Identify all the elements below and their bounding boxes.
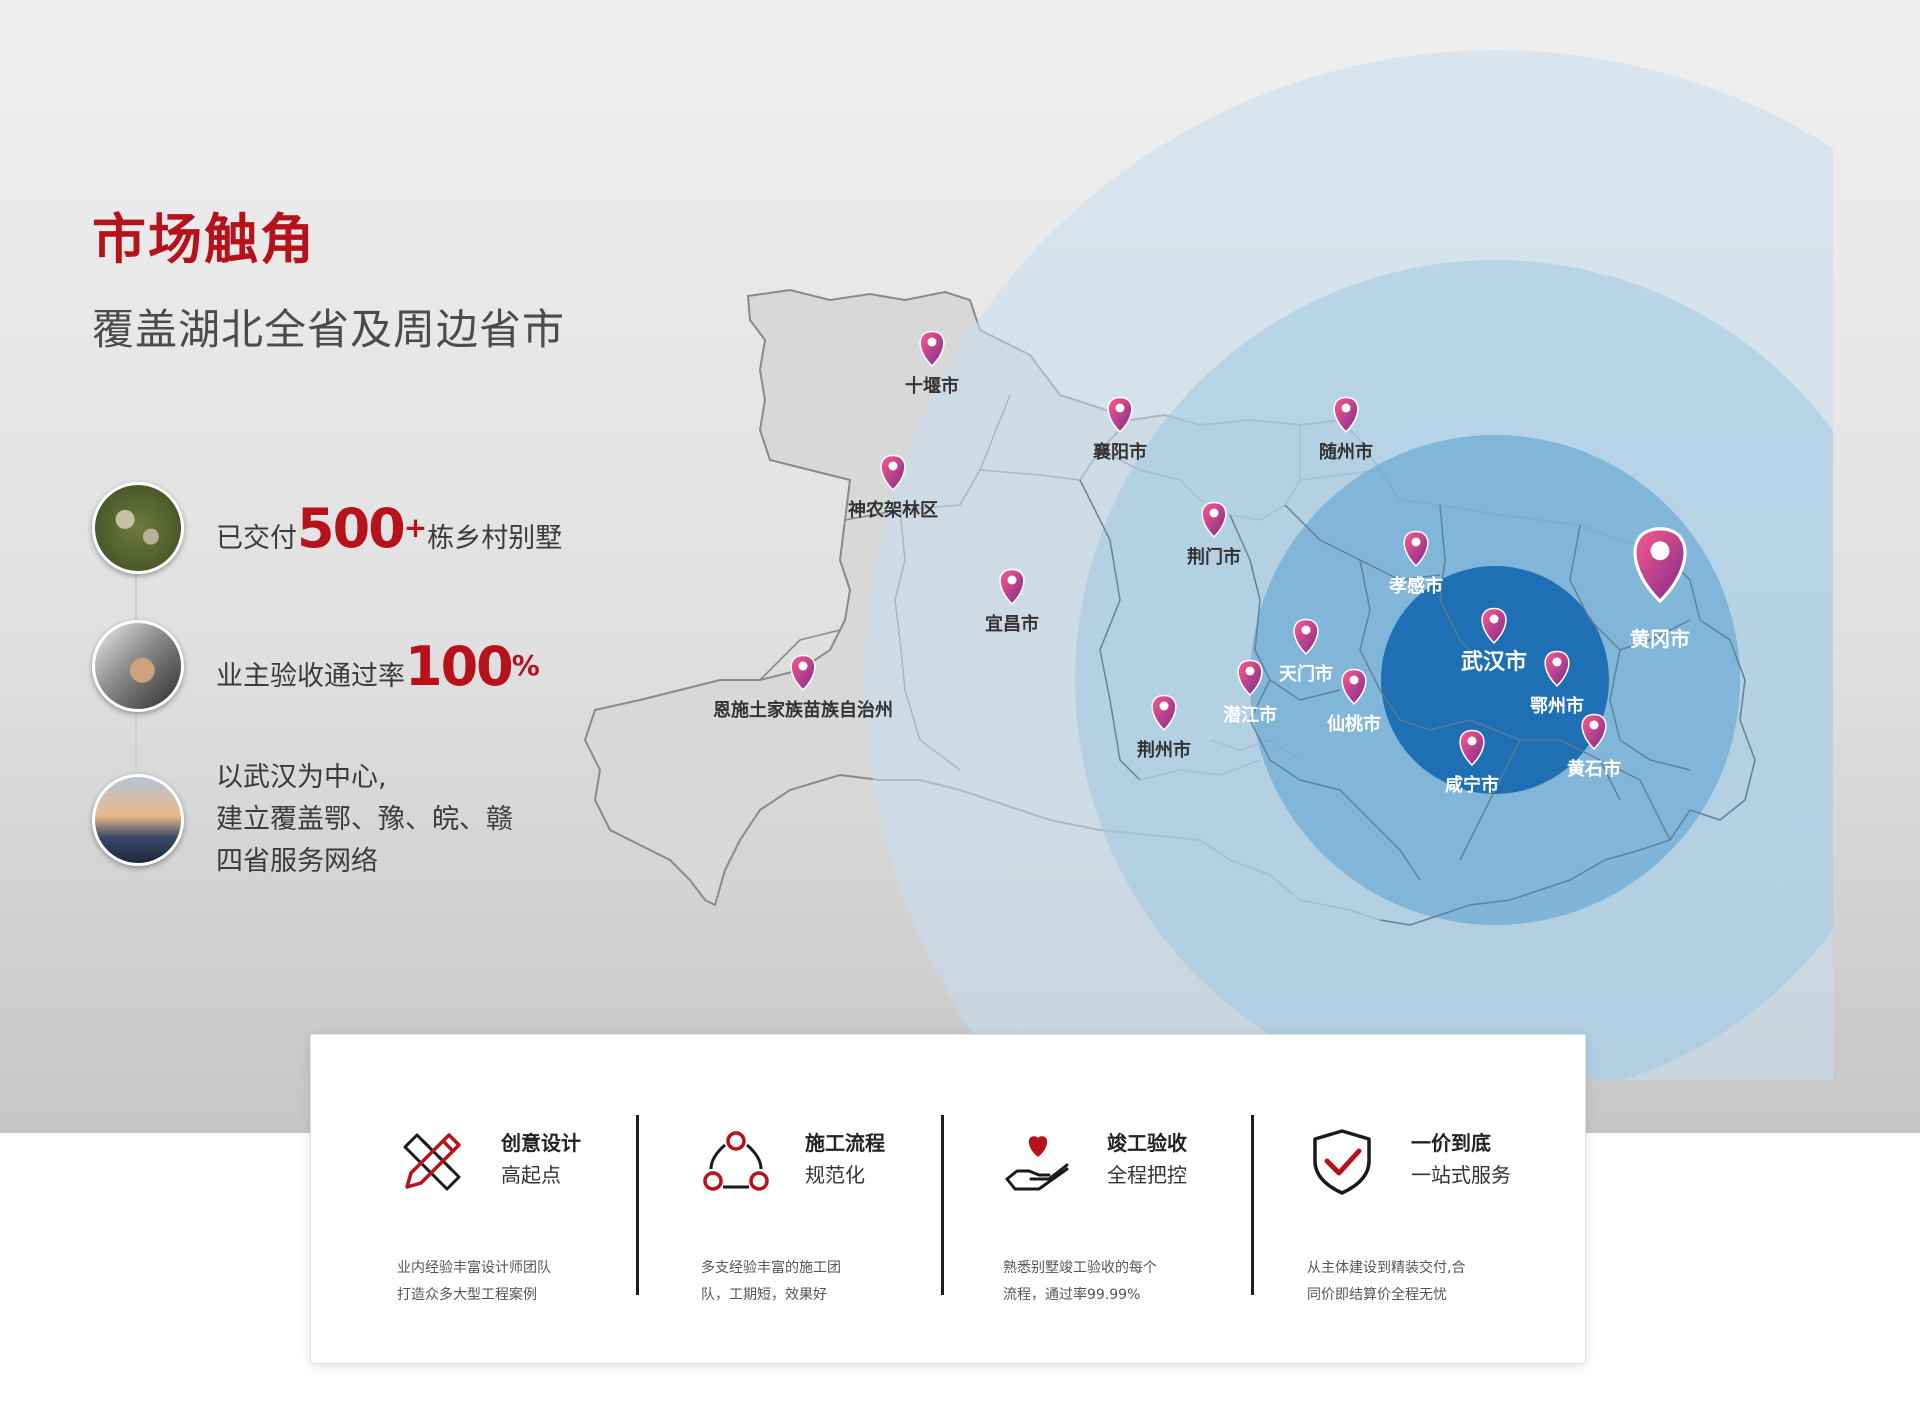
map-pin-icon	[790, 654, 816, 692]
map-pin-icon	[1581, 713, 1607, 751]
city-label: 宜昌市	[985, 613, 1039, 635]
city-pin-shiyan: 十堰市	[905, 330, 959, 397]
city-pin-suizhou: 随州市	[1319, 396, 1373, 463]
city-label: 黄冈市	[1630, 627, 1690, 651]
feature-sup: +	[403, 510, 428, 544]
city-label: 神农架林区	[848, 499, 938, 521]
map-pin-icon	[1481, 607, 1507, 645]
service-title: 创意设计	[501, 1131, 581, 1155]
map-pin-icon	[1293, 618, 1319, 656]
service-divider	[1251, 1115, 1254, 1295]
city-label: 鄂州市	[1530, 695, 1584, 717]
hero-section: 十堰市襄阳市 随州市神农架林区荆门市孝感市宜昌市黄冈市武汉市天门市恩施土家族苗族自…	[0, 0, 1920, 1133]
ruler-pencil-icon	[403, 1133, 461, 1191]
city-label: 潜江市	[1223, 704, 1277, 726]
feature-prefix: 已交付	[216, 522, 297, 554]
feature-line: 以武汉为中心,	[216, 762, 387, 793]
page-subtitle: 覆盖湖北全省及周边省市	[92, 305, 566, 354]
feature-delivered: 已交付500+栋乡村别墅	[92, 482, 562, 574]
feature-line: 四省服务网络	[216, 846, 378, 877]
service-divider	[636, 1115, 639, 1295]
feature-number: 100	[405, 634, 514, 698]
hand-heart-icon	[1005, 1136, 1069, 1191]
city-label: 孝感市	[1388, 575, 1443, 597]
service-description: 从主体建设到精装交付,合同价即结算价全程无忧	[1307, 1260, 1466, 1303]
city-pin-jingzhou: 荆州市	[1137, 694, 1191, 761]
service-subtitle: 全程把控	[1107, 1163, 1187, 1187]
service-description: 多支经验丰富的施工团队，工期短，效果好	[701, 1260, 841, 1303]
map-pin-icon	[1544, 650, 1570, 688]
service-title: 一价到底	[1411, 1131, 1491, 1155]
city-label: 十堰市	[905, 375, 959, 397]
city-pin-huanggang: 黄冈市	[1630, 527, 1690, 651]
village-photo	[92, 482, 184, 574]
city-label: 随州市	[1319, 441, 1373, 463]
service-divider	[941, 1115, 944, 1295]
city-label: 襄阳市	[1092, 441, 1147, 463]
service-description: 业内经验丰富设计师团队打造众多大型工程案例	[397, 1260, 551, 1303]
city-label: 黄石市	[1567, 758, 1621, 780]
city-pin-tianmen: 天门市	[1279, 618, 1333, 685]
city-pin-xiangyang: 襄阳市	[1092, 396, 1147, 463]
map-pin-icon	[919, 330, 945, 368]
service-subtitle: 高起点	[501, 1163, 561, 1187]
map-pin-icon	[1459, 729, 1485, 767]
city-label: 咸宁市	[1445, 774, 1499, 796]
coverage-core-wuhan	[1381, 566, 1609, 794]
city-pin-xiaogan: 孝感市	[1388, 530, 1443, 597]
map-pin-icon	[1151, 694, 1177, 732]
city-label: 仙桃市	[1327, 713, 1381, 735]
service-title: 施工流程	[805, 1131, 885, 1155]
feature-network: 以武汉为中心, 建立覆盖鄂、豫、皖、赣 四省服务网络	[92, 757, 513, 883]
shield-check-icon	[1313, 1129, 1371, 1195]
city-pin-shennongjia: 神农架林区	[848, 454, 938, 521]
city-label: 荆州市	[1137, 739, 1191, 761]
process-cycle-icon	[703, 1131, 769, 1191]
city-pin-wuhan: 武汉市	[1461, 607, 1527, 675]
city-label: 恩施土家族苗族自治州	[713, 699, 893, 721]
map-pin-icon	[1333, 396, 1359, 434]
city-pin-xiantao: 仙桃市	[1327, 668, 1381, 735]
service-title: 竣工验收	[1107, 1131, 1187, 1155]
map-pin-icon	[1403, 530, 1429, 568]
wuhan-skyline-photo	[92, 774, 184, 866]
service-subtitle: 一站式服务	[1411, 1163, 1511, 1187]
city-pin-enshi: 恩施土家族苗族自治州	[713, 654, 893, 721]
feature-suffix: 栋乡村别墅	[427, 522, 563, 554]
city-pin-huangshi: 黄石市	[1567, 713, 1621, 780]
feature-line: 建立覆盖鄂、豫、皖、赣	[216, 804, 513, 835]
handshake-photo	[92, 620, 184, 712]
map-pin-icon	[1341, 668, 1367, 706]
map-pin-icon	[1633, 527, 1687, 604]
city-pin-qianjiang: 潜江市	[1223, 659, 1277, 726]
city-label: 天门市	[1279, 663, 1333, 685]
city-pin-yichang: 宜昌市	[985, 568, 1039, 635]
map-pin-icon	[1201, 501, 1227, 539]
service-description: 熟悉别墅竣工验收的每个流程，通过率99.99%	[1003, 1260, 1157, 1303]
map-pin-icon	[880, 454, 906, 492]
city-pin-jingmen: 荆门市	[1187, 501, 1241, 568]
feature-acceptance: 业主验收通过率100%	[92, 620, 540, 712]
city-label: 荆门市	[1187, 546, 1241, 568]
city-label: 武汉市	[1461, 649, 1527, 675]
service-subtitle: 规范化	[805, 1163, 865, 1187]
city-pin-xianning: 咸宁市	[1445, 729, 1499, 796]
feature-number: 500	[297, 496, 406, 560]
map-pin-icon	[999, 568, 1025, 606]
city-pin-ezhou: 鄂州市	[1530, 650, 1584, 717]
feature-sup: %	[511, 648, 540, 682]
map-pin-icon	[1237, 659, 1263, 697]
map-pin-icon	[1107, 396, 1133, 434]
services-card: 创意设计 高起点 业内经验丰富设计师团队打造众多大型工程案例 施工流程 规范化 …	[310, 1034, 1586, 1364]
feature-prefix: 业主验收通过率	[216, 660, 405, 692]
page-title: 市场触角	[92, 208, 316, 271]
